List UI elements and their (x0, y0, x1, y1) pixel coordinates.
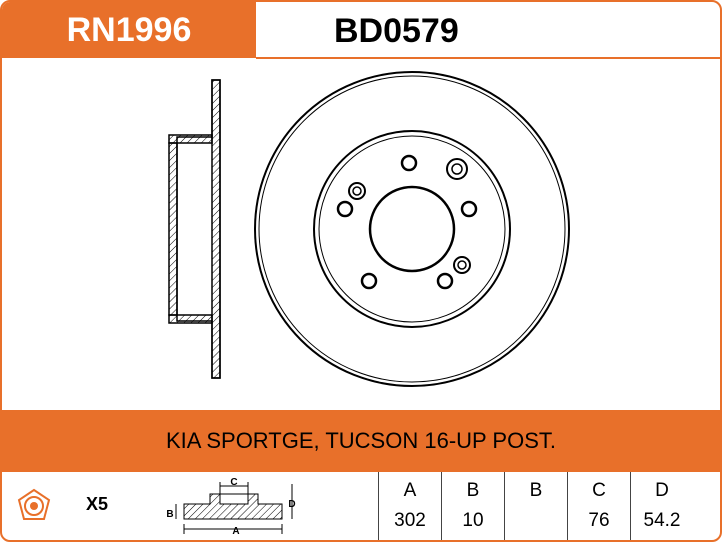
part-number-box: BD0579 (256, 2, 720, 58)
bolt-hole (460, 200, 478, 218)
disc-front-view (254, 71, 570, 387)
application-band: KIA SPORTGE, TUCSON 16-UP POST. (2, 410, 720, 472)
diagram-label-a: A (232, 526, 239, 537)
spec-header: C (592, 480, 606, 501)
spec-value: 10 (462, 510, 484, 531)
bolt-hole (336, 200, 354, 218)
diagram-label-d: D (288, 499, 295, 510)
spec-divider (441, 472, 442, 540)
spec-divider (378, 472, 379, 540)
spec-row: X5 A C D B A 302 B 10 B (2, 472, 720, 540)
header-divider (256, 57, 720, 59)
spec-col-b: B 10 (442, 472, 504, 540)
spec-col-a: A 302 (379, 472, 441, 540)
ref-code-box: RN1996 (2, 2, 256, 58)
spec-header: B (466, 480, 480, 501)
spec-value: 54.2 (643, 510, 681, 531)
spec-divider (567, 472, 568, 540)
spec-divider (504, 472, 505, 540)
spec-header: B (529, 480, 543, 501)
bolt-hole (436, 272, 454, 290)
bolt-hole (360, 272, 378, 290)
ref-code: RN1996 (66, 11, 192, 49)
spec-header: D (655, 480, 669, 501)
spec-value: 302 (394, 510, 426, 531)
spec-value: 76 (588, 510, 610, 531)
disc-side-profile (168, 79, 221, 379)
dimension-diagram: A C D B (166, 477, 295, 537)
spec-col-d: D 54.2 (631, 472, 693, 540)
bolt-count: X5 (86, 494, 109, 514)
spec-col-c: C 76 (568, 472, 630, 540)
diagram-label-c: C (230, 477, 237, 488)
bolt-hole (400, 154, 418, 172)
vehicle-application: KIA SPORTGE, TUCSON 16-UP POST. (165, 428, 556, 453)
part-number: BD0579 (334, 12, 459, 50)
spec-col-b2: B (505, 472, 567, 540)
bolt-pattern-icon (17, 488, 51, 520)
diagram-label-b: B (166, 509, 173, 520)
brake-disc-drawing (168, 71, 570, 387)
spec-divider (630, 472, 631, 540)
spec-header: A (403, 480, 417, 501)
